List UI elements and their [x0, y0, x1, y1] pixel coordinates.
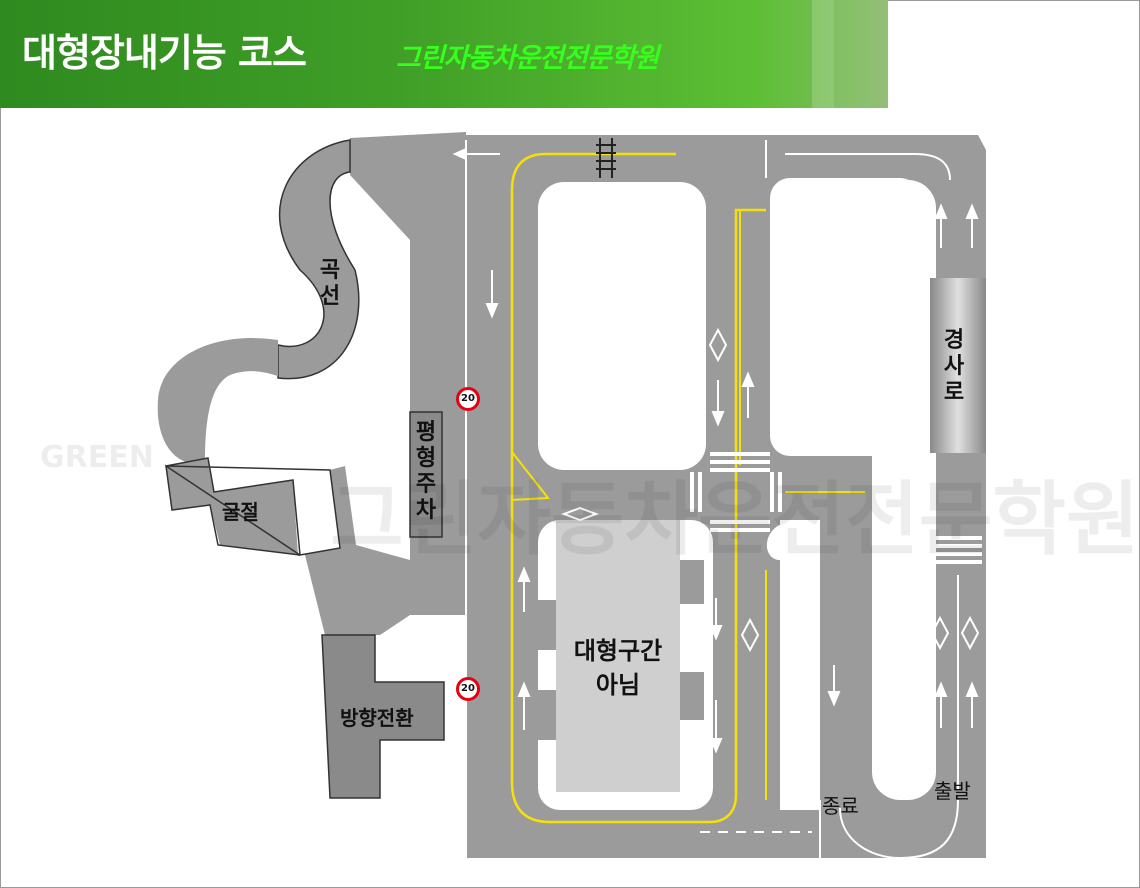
turnaround-label: 방향전환 [340, 706, 414, 730]
crosswalks [690, 452, 982, 564]
watermark-text: 그린자동차운전전문학원 [330, 473, 1140, 566]
speed-limit-sign: 20 [456, 677, 480, 701]
slope-section [930, 278, 986, 453]
parallel-parking-label: 평형주차 [415, 420, 437, 523]
curve-label: 곡선 [319, 258, 341, 309]
railroad-crossing [596, 138, 616, 178]
non-large-area-label: 대형구간 아님 [573, 637, 663, 699]
slope-label: 경사로 [943, 328, 965, 405]
start-point-label: 출발 [934, 779, 971, 803]
watermark-logo: GREEN [40, 440, 154, 475]
page-title: 대형장내기능 코스 [22, 31, 307, 75]
end-point-label: 종료 [822, 794, 859, 818]
turnaround-section [321, 634, 445, 799]
speed-limit-sign: 20 [456, 387, 480, 411]
parallel-parking-box [409, 411, 443, 538]
header-banner: 대형장내기능 코스 그린자동차운전전문학원 [0, 0, 888, 108]
non-large-area [556, 520, 680, 792]
crank-label: 굴절 [222, 500, 259, 524]
academy-name: 그린자동차운전전문학원 [396, 43, 659, 74]
